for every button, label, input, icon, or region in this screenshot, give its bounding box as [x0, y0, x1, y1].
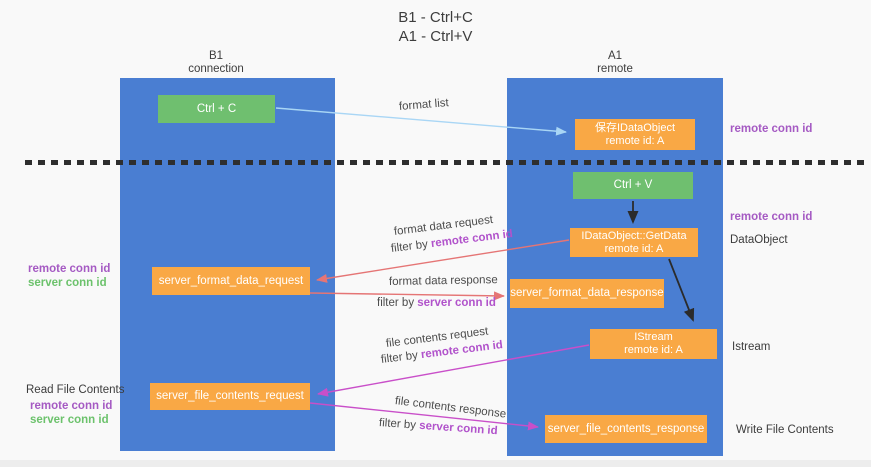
label-server-conn-id-left-top: server conn id: [28, 277, 107, 289]
lifeline-header-b1: B1 connection: [120, 50, 312, 76]
section-divider-dashed: [25, 160, 868, 165]
node-istream-subtitle: remote id: A: [624, 344, 683, 356]
filter-prefix: filter by: [377, 297, 418, 309]
label-remote-conn-id-right-top: remote conn id: [730, 123, 813, 135]
node-server-file-contents-response: server_file_contents_response: [545, 415, 707, 443]
node-idataobject-getdata-title: IDataObject::GetData: [581, 229, 687, 242]
title-line-2: A1 - Ctrl+V: [398, 28, 473, 45]
label-dataobject: DataObject: [730, 234, 788, 246]
node-save-idataobject-title: 保存IDataObject: [594, 121, 676, 134]
lifeline-b1-role: connection: [188, 63, 244, 75]
label-istream: Istream: [732, 341, 771, 353]
node-server-format-data-response-label: server_format_data_response: [510, 287, 664, 299]
lifeline-a1-role: remote: [597, 63, 633, 75]
node-ctrl-v: Ctrl + V: [573, 172, 693, 199]
label-remote-conn-id-right-mid: remote conn id: [730, 211, 813, 223]
label-write-file-contents: Write File Contents: [736, 424, 834, 436]
node-server-file-contents-request: server_file_contents_request: [150, 383, 310, 410]
node-istream: IStream remote id: A: [590, 329, 717, 359]
filter-key-server-conn-id: server conn id: [417, 297, 496, 309]
arrow-file-contents-response: [309, 402, 539, 431]
arrow-format-list: [275, 107, 567, 136]
node-ctrl-c: Ctrl + C: [158, 95, 275, 123]
edge-label-filter-format-response: filter by server conn id: [377, 297, 496, 309]
arrow-format-data-request: [316, 239, 570, 283]
lifeline-a1-name: A1: [607, 50, 623, 62]
diagram-title: B1 - Ctrl+C A1 - Ctrl+V: [0, 8, 871, 46]
node-istream-title: IStream: [634, 331, 673, 343]
node-server-format-data-request-label: server_format_data_request: [158, 274, 304, 287]
label-remote-conn-id-left-bottom: remote conn id: [30, 400, 113, 412]
lifeline-header-a1: A1 remote: [507, 50, 723, 76]
title-line-1: B1 - Ctrl+C: [398, 9, 473, 26]
node-idataobject-getdata-subtitle: remote id: A: [604, 242, 664, 255]
node-ctrl-v-label: Ctrl + V: [613, 179, 653, 191]
arrow-getdata-to-istream: [668, 258, 695, 322]
node-ctrl-c-label: Ctrl + C: [196, 102, 237, 115]
label-read-file-contents: Read File Contents: [26, 384, 125, 396]
arrow-file-contents-request: [317, 344, 590, 397]
edge-label-format-data-response: format data response: [388, 274, 498, 288]
node-save-idataobject-subtitle: remote id: A: [605, 134, 665, 147]
node-idataobject-getdata: IDataObject::GetData remote id: A: [570, 228, 698, 257]
lifeline-b1-name: B1: [208, 50, 224, 62]
node-save-idataobject: 保存IDataObject remote id: A: [575, 119, 695, 150]
node-server-format-data-response: server_format_data_response: [510, 279, 664, 308]
node-server-file-contents-request-label: server_file_contents_request: [156, 390, 304, 402]
label-server-conn-id-left-bottom: server conn id: [30, 414, 109, 426]
node-server-format-data-request: server_format_data_request: [152, 267, 310, 295]
node-server-file-contents-response-label: server_file_contents_response: [547, 422, 705, 435]
arrow-format-data-response: [309, 291, 505, 301]
bottom-strip: [0, 460, 871, 467]
label-remote-conn-id-left-top: remote conn id: [28, 263, 111, 275]
